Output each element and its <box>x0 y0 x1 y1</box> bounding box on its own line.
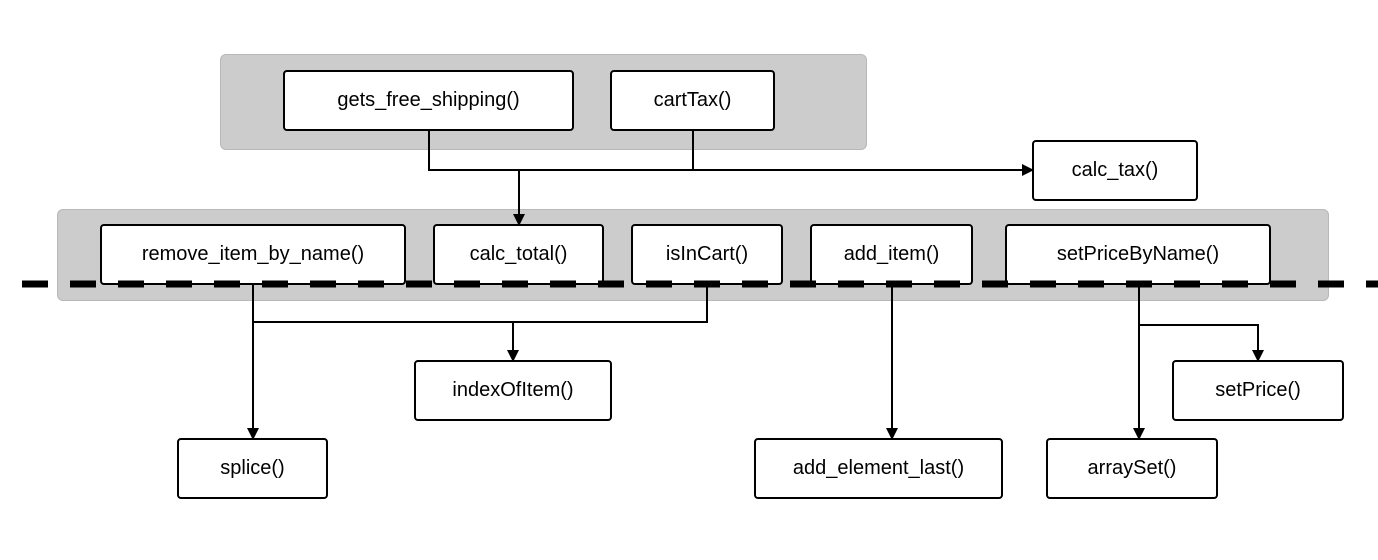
node-arrayset-label: arraySet() <box>1087 457 1177 479</box>
node-splice-label: splice() <box>220 457 285 479</box>
edge-remove-item-to-indexofitem <box>253 284 708 360</box>
edge-setpricebyname-to-setprice <box>1139 324 1264 362</box>
node-setpricebyname-label: setPriceByName() <box>1056 243 1220 265</box>
node-isincart-label: isInCart() <box>665 243 749 265</box>
node-setprice: setPrice() <box>1172 360 1344 421</box>
edge-gets-free-shipping <box>428 130 1034 176</box>
node-indexofitem: indexOfItem() <box>414 360 612 421</box>
node-gets-free-shipping-label: gets_free_shipping() <box>337 89 520 111</box>
node-remove-item-by-name-label: remove_item_by_name() <box>141 243 365 265</box>
node-calc-total-label: calc_total() <box>469 243 568 265</box>
node-gets-free-shipping: gets_free_shipping() <box>283 70 574 131</box>
node-arrayset: arraySet() <box>1046 438 1218 499</box>
node-add-item-label: add_item() <box>843 243 940 265</box>
node-remove-item-by-name: remove_item_by_name() <box>100 224 406 285</box>
node-setprice-label: setPrice() <box>1215 379 1301 401</box>
node-calc-total: calc_total() <box>433 224 604 285</box>
node-calc-tax-label: calc_tax() <box>1071 159 1159 181</box>
node-isincart: isInCart() <box>631 224 783 285</box>
node-splice: splice() <box>177 438 328 499</box>
node-carttax-label: cartTax() <box>653 89 732 111</box>
node-add-item: add_item() <box>810 224 973 285</box>
node-add-element-last-label: add_element_last() <box>792 457 965 479</box>
node-add-element-last: add_element_last() <box>754 438 1003 499</box>
node-calc-tax: calc_tax() <box>1032 140 1198 201</box>
node-setpricebyname: setPriceByName() <box>1005 224 1271 285</box>
node-indexofitem-label: indexOfItem() <box>452 379 574 401</box>
node-carttax: cartTax() <box>610 70 775 131</box>
